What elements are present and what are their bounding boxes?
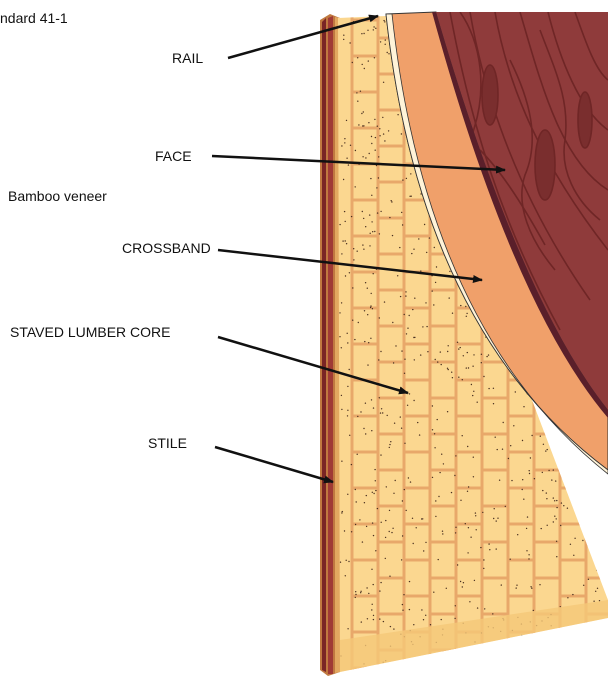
stile-arrow: [215, 447, 333, 482]
stile: [320, 14, 340, 676]
